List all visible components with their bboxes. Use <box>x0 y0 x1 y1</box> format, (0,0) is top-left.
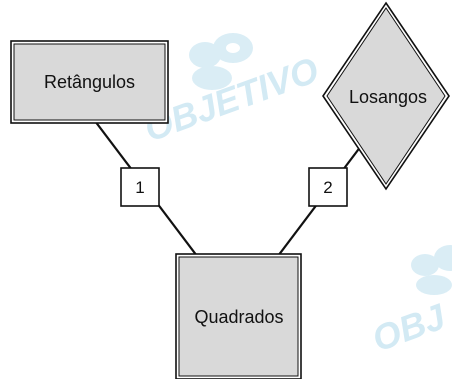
watermark-emblem-icon-secondary <box>411 245 452 295</box>
link-box-2: 2 <box>308 167 348 207</box>
watermark-text-secondary: OBJ <box>367 295 451 359</box>
watermark-logo-secondary: OBJ <box>367 245 452 360</box>
link-box-2-label: 2 <box>323 178 332 197</box>
node-rectangles: Retângulos <box>10 40 169 124</box>
node-squares: Quadrados <box>175 253 302 379</box>
node-rhombi-label: Losangos <box>349 87 427 107</box>
watermark-emblem-icon <box>189 33 253 90</box>
link-box-1: 1 <box>120 167 160 207</box>
link-box-1-label: 1 <box>135 178 144 197</box>
node-squares-label: Quadrados <box>194 307 283 327</box>
node-rhombi: Losangos <box>322 1 450 191</box>
node-rectangles-label: Retângulos <box>44 72 135 92</box>
